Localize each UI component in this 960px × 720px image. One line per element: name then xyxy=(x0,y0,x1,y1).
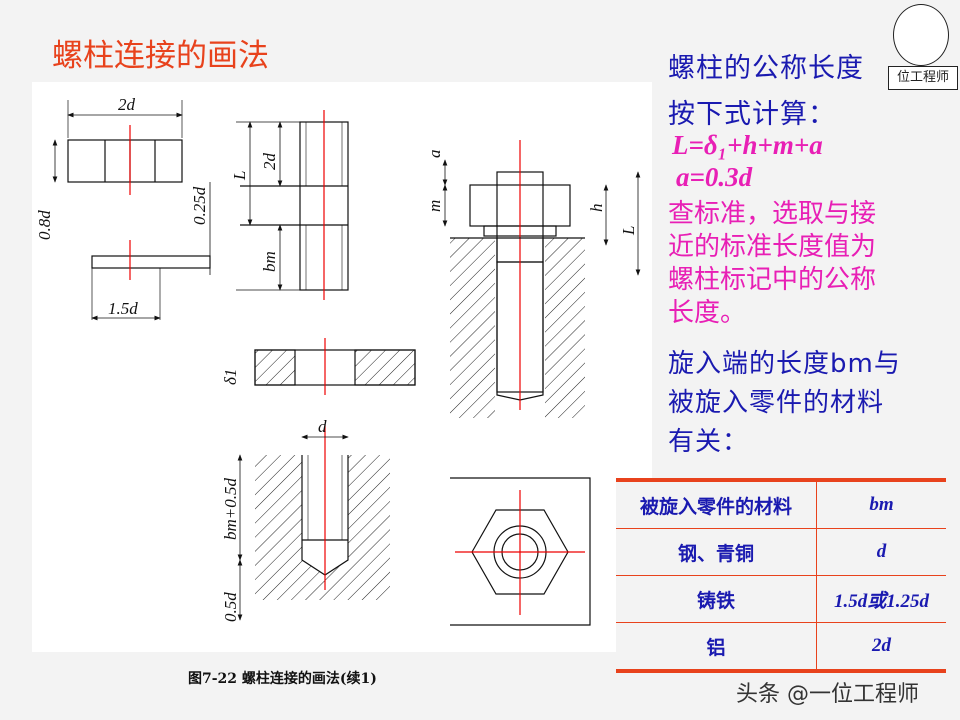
note-line: 查标准，选取与接 xyxy=(668,199,877,229)
label-nut-height: 0.8d xyxy=(35,210,54,240)
header-material: 被旋入零件的材料 xyxy=(616,478,817,529)
assembly-view xyxy=(442,140,641,418)
drawing-svg: 2d 0.8d 0.25d 1.5d L 2d bm δ1 d bm+0.5d … xyxy=(35,95,641,626)
label-stud-bm: bm xyxy=(260,251,279,272)
figure-caption: 图7-22 螺柱连接的画法(续1) xyxy=(188,671,377,687)
note-block: 查标准，选取与接 近的标准长度值为 螺柱标记中的公称 长度。 xyxy=(668,198,876,330)
note-line: 螺柱标记中的公称 xyxy=(668,265,877,295)
label-hole-depth: bm+0.5d xyxy=(221,478,240,540)
label-asm-a: a xyxy=(425,150,444,159)
label-chamfer: 0.25d xyxy=(190,186,209,225)
label-asm-h: h xyxy=(587,204,606,213)
right-text-line2: 按下式计算： xyxy=(668,99,836,130)
table-row: 钢、青铜 d xyxy=(616,528,946,576)
bm-line: 被旋入零件的材料 xyxy=(668,388,885,418)
note-line: 长度。 xyxy=(668,298,747,328)
bm-block: 旋入端的长度bm与 被旋入零件的材料 有关： xyxy=(668,345,901,462)
label-nut-width: 2d xyxy=(118,95,136,114)
note-line: 近的标准长度值为 xyxy=(668,232,877,262)
table-row: 铝 2d xyxy=(616,622,946,673)
stud-view xyxy=(236,110,349,300)
cell-material: 铸铁 xyxy=(616,575,817,623)
tapped-hole-view xyxy=(237,425,390,621)
nut-view xyxy=(52,100,211,275)
cell-material: 铝 xyxy=(616,622,817,673)
table-row: 铸铁 1.5d或1.25d xyxy=(616,575,946,623)
label-hole-extra: 0.5d xyxy=(221,592,240,622)
label-asm-L: L xyxy=(619,226,638,236)
right-text-line1: 螺柱的公称长度 xyxy=(668,53,864,84)
logo: 位工程师 xyxy=(888,2,958,90)
technical-drawing: 2d 0.8d 0.25d 1.5d L 2d bm δ1 d bm+0.5d … xyxy=(32,82,652,652)
label-stud-2d: 2d xyxy=(260,153,279,171)
top-view xyxy=(450,477,591,626)
cell-bm: 2d xyxy=(816,622,946,673)
formula-a: a=0.3d xyxy=(676,162,753,192)
cell-bm: d xyxy=(816,528,946,576)
logo-text: 位工程师 xyxy=(888,66,958,90)
material-table: 被旋入零件的材料 bm 钢、青铜 d 铸铁 1.5d或1.25d 铝 2d xyxy=(616,478,946,673)
cell-material: 钢、青铜 xyxy=(616,528,817,576)
slide-title: 螺柱连接的画法 xyxy=(52,38,269,74)
header-bm: bm xyxy=(816,478,946,529)
label-hole-d: d xyxy=(318,417,327,436)
cell-bm: 1.5d或1.25d xyxy=(816,575,946,623)
plate-view xyxy=(254,338,416,395)
label-plate: δ1 xyxy=(221,369,240,385)
formula-L: L=δ₁+h+m+a xyxy=(672,130,823,160)
washer-view xyxy=(91,240,211,321)
label-washer-width: 1.5d xyxy=(108,299,138,318)
label-asm-m: m xyxy=(425,200,444,212)
label-stud-L: L xyxy=(230,171,249,181)
bm-line: 旋入端的长度bm与 xyxy=(668,349,901,379)
bm-line: 有关： xyxy=(668,427,750,457)
table-header-row: 被旋入零件的材料 bm xyxy=(616,478,946,529)
watermark: 头条 @一位工程师 xyxy=(736,682,919,707)
logo-circle-icon xyxy=(893,4,949,66)
